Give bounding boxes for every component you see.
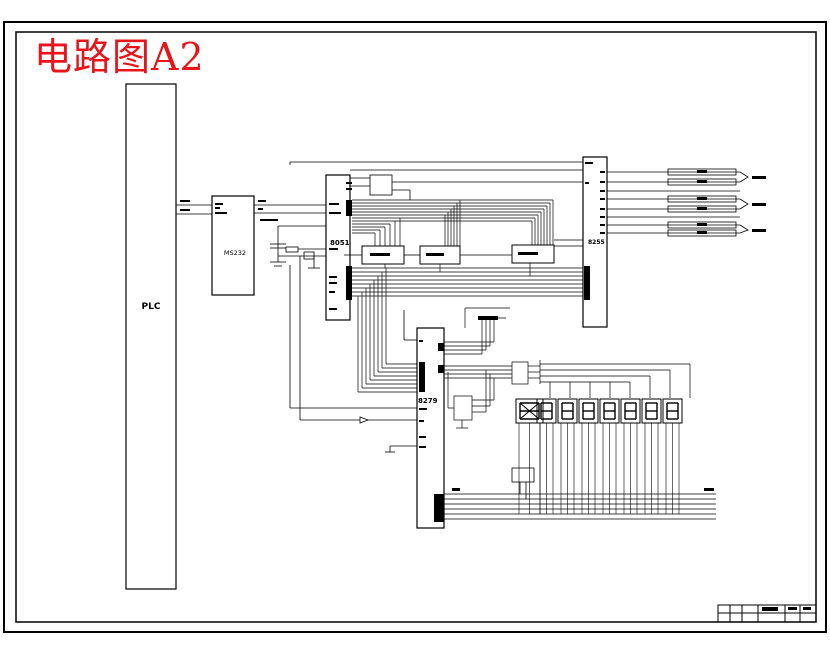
plc-serial-lines bbox=[176, 200, 212, 215]
outer-frame bbox=[3, 21, 827, 633]
drawing-title: 电路图A2 bbox=[34, 35, 205, 79]
mcu-8051: 8051 bbox=[325, 174, 352, 321]
ppi-label: 8255 bbox=[588, 239, 605, 246]
inner-frame bbox=[15, 31, 817, 623]
oscillator-network bbox=[270, 225, 326, 269]
plc-block: PLC bbox=[125, 83, 177, 590]
seven-segment-display bbox=[515, 398, 683, 424]
latch-chip-1 bbox=[344, 245, 420, 265]
address-data-bus bbox=[352, 199, 554, 246]
lower-bus bbox=[352, 263, 583, 393]
kdc-8279: 8279 bbox=[416, 327, 445, 529]
latch-chip-2 bbox=[419, 245, 512, 265]
kdc-label: 8279 bbox=[418, 397, 438, 405]
max232-label: MS232 bbox=[224, 249, 246, 257]
latch-chip-3 bbox=[511, 239, 583, 264]
output-load-marks bbox=[697, 170, 766, 234]
max232-block: MS232 bbox=[211, 195, 255, 296]
segment-lines bbox=[518, 423, 680, 514]
scan-lines bbox=[444, 307, 541, 429]
output-channels bbox=[607, 168, 749, 237]
control-bus-top bbox=[289, 161, 583, 200]
title-block bbox=[717, 604, 817, 623]
plc-label: PLC bbox=[142, 302, 161, 312]
ppi-8255: 8255 bbox=[582, 156, 608, 328]
uart-lines bbox=[254, 200, 326, 221]
interrupt-lines bbox=[289, 256, 417, 453]
mcu-label: 8051 bbox=[330, 239, 350, 247]
keypad-bus bbox=[444, 467, 716, 520]
segment-diagonal-2 bbox=[519, 402, 540, 420]
digit-select-lines bbox=[540, 363, 691, 398]
